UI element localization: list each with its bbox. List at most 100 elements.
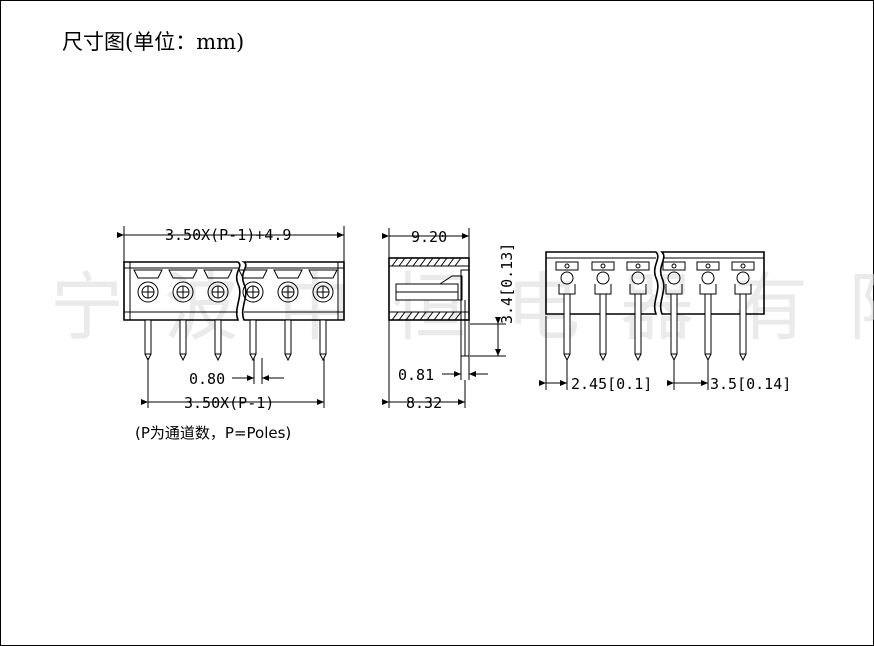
pcb-position <box>662 261 686 362</box>
pin <box>563 293 571 355</box>
hatch-line <box>454 311 462 321</box>
pin-hole <box>596 271 610 285</box>
front-position <box>273 269 303 362</box>
pcb-position <box>555 261 579 362</box>
pin-seat <box>699 284 717 295</box>
pcb-position <box>591 261 615 362</box>
pin-tip <box>319 353 327 362</box>
hatch-line <box>447 257 455 267</box>
pin-offset-dimension: 0.81 <box>398 366 434 384</box>
screw-outer <box>242 281 264 303</box>
pin <box>144 319 152 355</box>
front-position <box>238 269 268 362</box>
terminal-window <box>662 261 686 271</box>
terminal-window <box>696 261 720 271</box>
pin-seat <box>734 284 752 295</box>
pin <box>599 293 607 355</box>
pcb-position <box>696 261 720 362</box>
slot-opening <box>273 269 303 279</box>
pin-hole <box>560 271 574 285</box>
front-view <box>117 226 345 408</box>
pin <box>739 293 747 355</box>
pin <box>179 319 187 355</box>
window-dot <box>740 263 746 269</box>
pin <box>634 293 642 355</box>
pin <box>249 319 257 355</box>
slot-opening <box>203 269 233 279</box>
hatch-line <box>426 311 434 321</box>
poles-note: (P为通道数，P=Poles) <box>135 424 291 442</box>
hatch-line <box>412 311 420 321</box>
window-dot <box>671 263 677 269</box>
pin-hole <box>667 271 681 285</box>
pin-hole <box>631 271 645 285</box>
screw-outer <box>172 281 194 303</box>
hatch-line <box>440 311 448 321</box>
terminal-window <box>626 261 650 271</box>
pin-tip <box>179 353 187 362</box>
slot-opening <box>133 269 163 279</box>
pin-tip <box>249 353 257 362</box>
window-dot <box>705 263 711 269</box>
pin <box>670 293 678 355</box>
hatch-line <box>419 311 427 321</box>
pcb-pitch-dimension: 3.5[0.14] <box>710 375 791 393</box>
pin-seat <box>665 284 683 295</box>
pin-tip <box>214 353 222 362</box>
hatch-line <box>398 311 406 321</box>
slot-opening <box>168 269 198 279</box>
pin-tip <box>563 353 571 362</box>
pin-tip <box>599 353 607 362</box>
hatch-line <box>412 257 420 267</box>
pin-tip <box>670 353 678 362</box>
pin <box>214 319 222 355</box>
pin-width-dimension: 0.80 <box>189 370 225 388</box>
pin-hole <box>736 271 750 285</box>
pcb-position <box>731 261 755 362</box>
slot-opening <box>238 269 268 279</box>
screw-outer <box>312 281 334 303</box>
hatch-line <box>433 257 441 267</box>
front-position <box>203 269 233 362</box>
pcb-offset-dimension: 2.45[0.1] <box>571 375 652 393</box>
pin-tip <box>704 353 712 362</box>
pin <box>319 319 327 355</box>
screw-outer <box>277 281 299 303</box>
side-top-dimension: 9.20 <box>411 228 447 246</box>
front-position <box>308 269 338 362</box>
terminal-window <box>591 261 615 271</box>
pin <box>284 319 292 355</box>
pcb-view <box>539 251 765 390</box>
height-dimension: 3.4[0.13] <box>498 243 516 324</box>
hatch-line <box>426 257 434 267</box>
hatch-line <box>440 257 448 267</box>
pin-tip <box>739 353 747 362</box>
window-dot <box>635 263 641 269</box>
window-dot <box>600 263 606 269</box>
hatch-line <box>447 311 455 321</box>
pin-tip <box>284 353 292 362</box>
pin-tip <box>634 353 642 362</box>
pin-hole <box>701 271 715 285</box>
drawing-title: 尺寸图(单位：mm) <box>62 30 245 54</box>
front-position <box>168 269 198 362</box>
hatch-line <box>454 257 462 267</box>
pin-seat <box>594 284 612 295</box>
pitch-dimension: 3.50X(P-1) <box>184 394 274 412</box>
pin-seat <box>629 284 647 295</box>
pin <box>704 293 712 355</box>
front-top-dimension: 3.50X(P-1)+4.9 <box>165 226 291 244</box>
side-view <box>382 228 506 408</box>
hatch-line <box>391 257 399 267</box>
hatch-line <box>419 257 427 267</box>
screw-outer <box>137 281 159 303</box>
hatch-line <box>398 257 406 267</box>
window-dot <box>564 263 570 269</box>
pcb-position <box>626 261 650 362</box>
slot-opening <box>308 269 338 279</box>
front-position <box>133 269 163 362</box>
pin-seat <box>558 284 576 295</box>
hatch-line <box>433 311 441 321</box>
